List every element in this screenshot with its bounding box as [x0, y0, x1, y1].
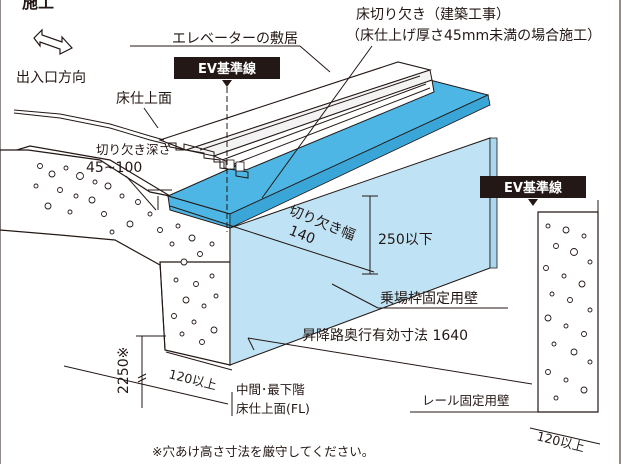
ev-baseline-right-label: EV基準線 — [504, 180, 563, 196]
rail-wall-label: レール固定用壁 — [422, 393, 510, 408]
notch-depth-label: 切り欠き深さ — [96, 142, 171, 157]
triangle-down-icon — [222, 80, 232, 87]
header-partial: 施工 — [22, 0, 54, 12]
middle-floor-label-1: 中間･最下階 — [236, 382, 305, 397]
width-120-right-annotation: 120以上 — [529, 427, 601, 455]
ev-baseline-right: EV基準線 — [480, 176, 586, 206]
notch-and-landing-wall — [166, 79, 498, 366]
floor-finish-label: 床仕上面 — [116, 91, 172, 107]
notch-depth-value: 45~100 — [86, 160, 142, 176]
double-arrow-icon — [33, 28, 73, 55]
height-2250-annotation: 2250※ — [116, 335, 166, 408]
floor-notch-label-2: （床仕上げ厚さ45mm未満の場合施工） — [346, 28, 601, 44]
triangle-down-icon — [528, 199, 538, 206]
hoistway-depth-label: 昇降路奥行有効寸法 1640 — [302, 327, 468, 344]
right-rail-wall — [537, 200, 599, 413]
width-120-right-label: 120以上 — [535, 428, 586, 454]
height-250-annotation: 250以下 — [362, 195, 433, 275]
landing-wall-label: 乗場枠固定用壁 — [380, 291, 478, 307]
middle-floor-label-2: 床仕上面(FL) — [236, 401, 310, 416]
left-floor-slab — [0, 145, 233, 366]
left-concrete-aggregate — [33, 163, 219, 345]
height-2250-label: 2250※ — [116, 347, 132, 394]
ev-baseline-left-label: EV基準線 — [198, 61, 257, 77]
floor-notch-label-1: 床切り欠き（建築工事） — [356, 7, 510, 23]
width-120-left-label: 120以上 — [167, 366, 218, 392]
height-250-label: 250以下 — [378, 232, 433, 248]
ev-baseline-left: EV基準線 — [174, 57, 280, 232]
direction-label: 出入口方向 — [16, 70, 86, 86]
elevator-sill-label: エレベーターの敷居 — [172, 31, 298, 47]
footnote: ※穴あけ高さ寸法を厳守してください。 — [152, 444, 374, 459]
